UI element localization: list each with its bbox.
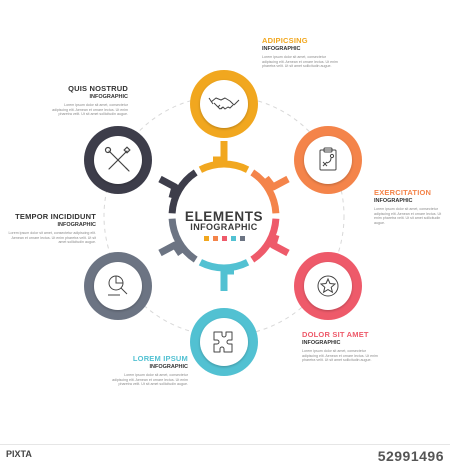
label-exercitation: EXERCITATION INFOGRAPHIC Lorem ipsum dol… — [374, 188, 444, 225]
label-tempor-incididunt: TEMPOR INCIDIDUNT INFOGRAPHIC Lorem ipsu… — [6, 212, 97, 245]
ring-segment-yellow — [198, 160, 250, 173]
label-lorem-ipsum: LOREM IPSUM INFOGRAPHIC Lorem ipsum dolo… — [108, 354, 188, 387]
label-body: Lorem ipsum dolor sit amet, consectetur … — [112, 373, 188, 387]
stock-image-number: 52991496 — [377, 448, 444, 464]
label-body: Lorem ipsum dolor sit amet, consectetur … — [262, 55, 338, 69]
connector-dark — [158, 175, 179, 199]
connector-red — [269, 233, 290, 257]
tools-icon — [104, 146, 131, 172]
puzzle-icon — [213, 331, 233, 353]
connector-teal — [220, 267, 234, 291]
stock-brand: PIXTA — [6, 449, 32, 459]
label-subtitle: INFOGRAPHIC — [374, 198, 413, 204]
label-adipicsing: ADIPICSING INFOGRAPHIC Lorem ipsum dolor… — [262, 36, 342, 69]
center-title: ELEMENTS INFOGRAPHIC — [176, 209, 272, 241]
node-exercitation — [294, 126, 362, 194]
label-quis-nostrud: QUIS NOSTRUD INFOGRAPHIC Lorem ipsum dol… — [50, 84, 128, 117]
chart-magnifier-icon — [108, 275, 128, 296]
swatch-orange — [212, 236, 218, 241]
node-lorem-ipsum — [190, 308, 258, 376]
label-subtitle: INFOGRAPHIC — [149, 364, 189, 370]
ring-segment-red — [250, 218, 280, 263]
ring-segment-teal — [198, 259, 250, 272]
color-swatches — [176, 236, 272, 241]
label-body: Lorem ipsum dolor sit amet, consectetur … — [374, 207, 442, 225]
connector-yellow — [213, 141, 228, 164]
connector-slate — [158, 241, 184, 257]
label-title: ADIPICSING — [262, 36, 308, 45]
node-tempor-incididunt — [84, 252, 152, 320]
label-subtitle: INFOGRAPHIC — [89, 94, 129, 100]
label-title: DOLOR SIT AMET — [302, 330, 369, 339]
node-dolor-sit-amet — [294, 252, 362, 320]
swatch-yellow — [203, 236, 209, 241]
swatch-red — [221, 236, 227, 241]
label-subtitle: INFOGRAPHIC — [57, 222, 97, 228]
ring-segment-orange — [250, 169, 280, 214]
label-subtitle: INFOGRAPHIC — [262, 46, 301, 52]
label-title: QUIS NOSTRUD — [68, 84, 128, 93]
dashed-outer-ring — [103, 95, 345, 337]
connectors — [158, 141, 290, 291]
label-subtitle: INFOGRAPHIC — [302, 340, 341, 346]
node-quis-nostrud — [84, 126, 152, 194]
ring-segment-slate — [168, 218, 198, 263]
swatch-slate — [239, 236, 245, 241]
star-badge-icon — [317, 275, 339, 297]
stock-footer: PIXTA 52991496 — [0, 444, 450, 469]
handshake-icon — [208, 97, 240, 110]
swatch-teal — [230, 236, 236, 241]
center-title-main: ELEMENTS — [184, 209, 264, 224]
label-title: LOREM IPSUM — [132, 354, 188, 363]
label-body: Lorem ipsum dolor sit amet, consectetur … — [302, 349, 378, 363]
label-dolor-sit-amet: DOLOR SIT AMET INFOGRAPHIC Lorem ipsum d… — [302, 330, 382, 363]
label-body: Lorem ipsum dolor sit amet, consectetur … — [8, 231, 97, 245]
connector-orange — [263, 175, 290, 191]
label-title: TEMPOR INCIDIDUNT — [15, 212, 96, 221]
center-title-sub: INFOGRAPHIC — [190, 222, 258, 232]
ring-segment-dark — [168, 169, 198, 214]
label-title: EXERCITATION — [374, 188, 432, 197]
label-body: Lorem ipsum dolor sit amet, consectetur … — [52, 103, 128, 117]
clipboard-strategy-icon — [319, 147, 337, 171]
node-adipicsing — [190, 70, 258, 138]
